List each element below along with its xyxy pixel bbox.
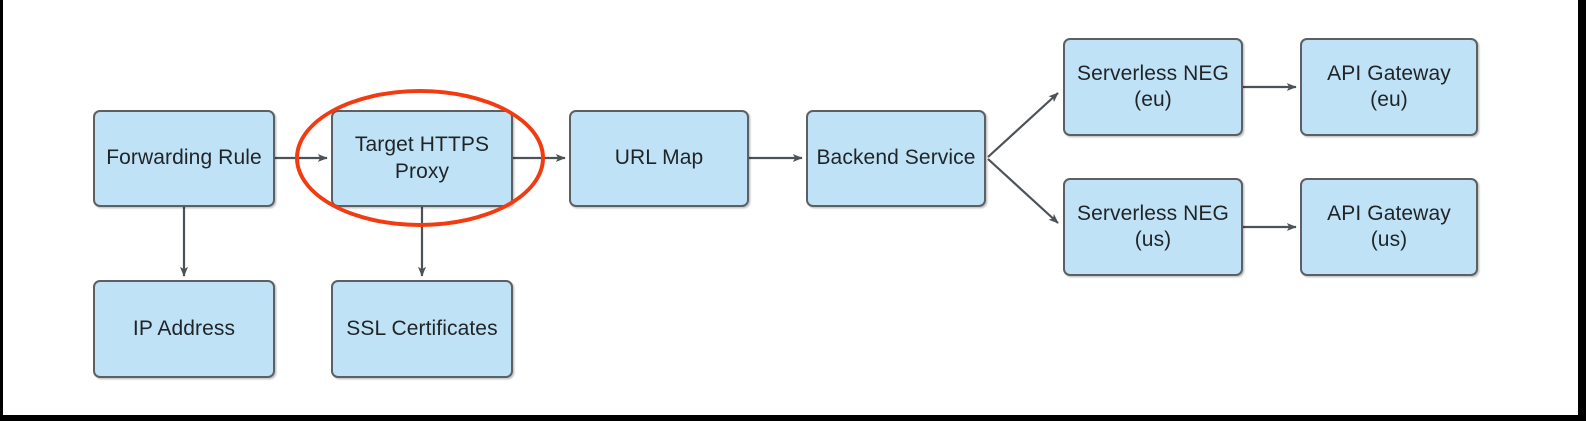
node-forwarding-rule-label: Forwarding Rule (106, 146, 262, 170)
node-target-https-proxy[interactable]: Target HTTPS Proxy (331, 110, 513, 207)
node-api-gateway-us-label: API Gateway (us) (1327, 201, 1451, 251)
node-api-gateway-eu-label: API Gateway (eu) (1327, 61, 1451, 111)
node-api-gateway-us[interactable]: API Gateway (us) (1300, 178, 1478, 276)
node-ssl-certificates[interactable]: SSL Certificates (331, 280, 513, 378)
node-serverless-neg-eu[interactable]: Serverless NEG (eu) (1063, 38, 1243, 136)
node-serverless-neg-us[interactable]: Serverless NEG (us) (1063, 178, 1243, 276)
node-target-https-proxy-label: Target HTTPS Proxy (354, 133, 490, 183)
node-backend-service-label: Backend Service (816, 146, 976, 170)
node-ip-address-label: IP Address (132, 316, 236, 340)
node-ssl-certificates-label: SSL Certificates (346, 316, 498, 340)
node-forwarding-rule[interactable]: Forwarding Rule (93, 110, 275, 207)
node-url-map[interactable]: URL Map (569, 110, 749, 207)
edge-backend-service-to-serverless-neg-us (987, 158, 1059, 224)
node-serverless-neg-us-label: Serverless NEG (us) (1077, 201, 1229, 251)
edge-backend-service-to-serverless-neg-eu (987, 92, 1059, 158)
node-backend-service[interactable]: Backend Service (806, 110, 986, 207)
node-url-map-label: URL Map (614, 146, 704, 170)
node-ip-address[interactable]: IP Address (93, 280, 275, 378)
node-serverless-neg-eu-label: Serverless NEG (eu) (1077, 61, 1229, 111)
node-api-gateway-eu[interactable]: API Gateway (eu) (1300, 38, 1478, 136)
